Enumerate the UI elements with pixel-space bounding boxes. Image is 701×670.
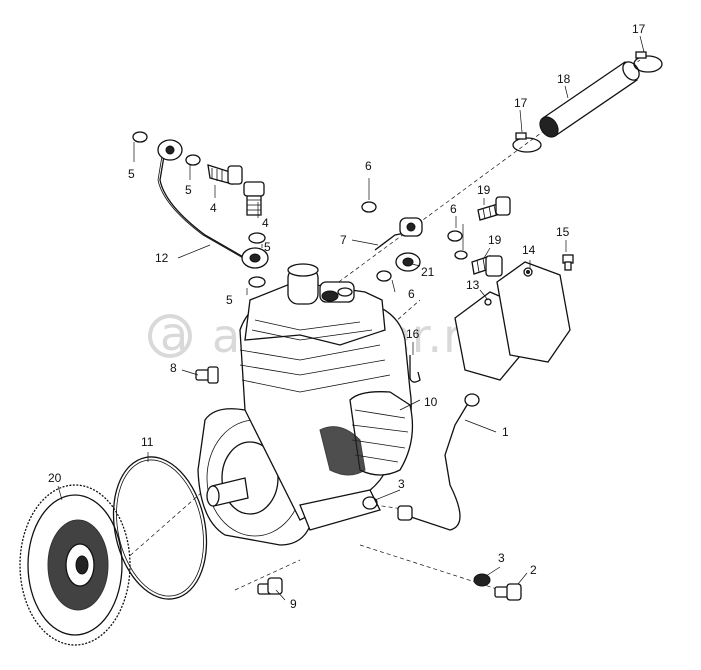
bolt-19a — [477, 196, 511, 221]
gear-wheel — [19, 484, 131, 646]
callout-13: 13 — [466, 278, 480, 292]
washers-5 — [132, 131, 266, 288]
callout-3a: 3 — [398, 477, 405, 491]
callout-7: 7 — [340, 233, 347, 247]
banjo-bolt-4a — [207, 164, 243, 185]
watermark-logo-glyph: a — [160, 307, 189, 361]
callout-16: 16 — [406, 327, 420, 341]
bolt-9 — [257, 577, 283, 595]
callout-10: 10 — [424, 395, 438, 409]
callout-5c: 5 — [264, 240, 271, 254]
banjo-fitting-21 — [395, 252, 421, 272]
callout-3b: 3 — [498, 551, 505, 565]
bolt-19b — [471, 255, 503, 277]
callout-18: 18 — [557, 72, 571, 86]
washer-3b — [473, 573, 491, 587]
callout-2: 2 — [530, 563, 537, 577]
screw-15 — [562, 254, 574, 271]
clip-16 — [409, 355, 421, 383]
callout-labels: 1 2 3 3 4 4 5 5 5 5 6 6 6 7 8 9 10 11 12… — [48, 22, 646, 611]
callout-1: 1 — [502, 425, 509, 439]
callout-19b: 19 — [488, 233, 502, 247]
callout-4a: 4 — [210, 201, 217, 215]
callout-5d: 5 — [226, 293, 233, 307]
cover-plate — [496, 261, 571, 363]
callout-21: 21 — [421, 265, 435, 279]
callout-6c: 6 — [408, 287, 415, 301]
compressor-body — [197, 263, 414, 546]
callout-20: 20 — [48, 471, 62, 485]
banjo-bolt-4b — [243, 181, 265, 216]
pipe-1 — [397, 393, 480, 531]
hose-clamp-17a — [512, 132, 542, 153]
bolt-8 — [195, 366, 219, 384]
callout-8: 8 — [170, 361, 177, 375]
callout-12: 12 — [155, 251, 169, 265]
pipe-7 — [374, 217, 423, 251]
oil-pipe-12 — [157, 139, 269, 269]
callout-5a: 5 — [128, 167, 135, 181]
callout-15: 15 — [556, 225, 570, 239]
callout-14: 14 — [522, 243, 536, 257]
bolt-2 — [494, 583, 522, 601]
hose-18 — [539, 61, 640, 138]
hose-clamp-17b — [633, 51, 663, 73]
callout-4b: 4 — [262, 216, 269, 230]
callout-9: 9 — [290, 597, 297, 611]
o-ring — [112, 456, 208, 600]
washers-6 — [361, 201, 468, 282]
washer-3a — [362, 496, 378, 510]
callout-6a: 6 — [365, 159, 372, 173]
callout-11: 11 — [141, 435, 154, 449]
callout-5b: 5 — [185, 183, 192, 197]
leader-lines — [57, 35, 645, 601]
callout-6b: 6 — [450, 202, 457, 216]
callout-17b: 17 — [632, 22, 646, 36]
callout-17a: 17 — [514, 96, 528, 110]
callout-19a: 19 — [477, 183, 491, 197]
